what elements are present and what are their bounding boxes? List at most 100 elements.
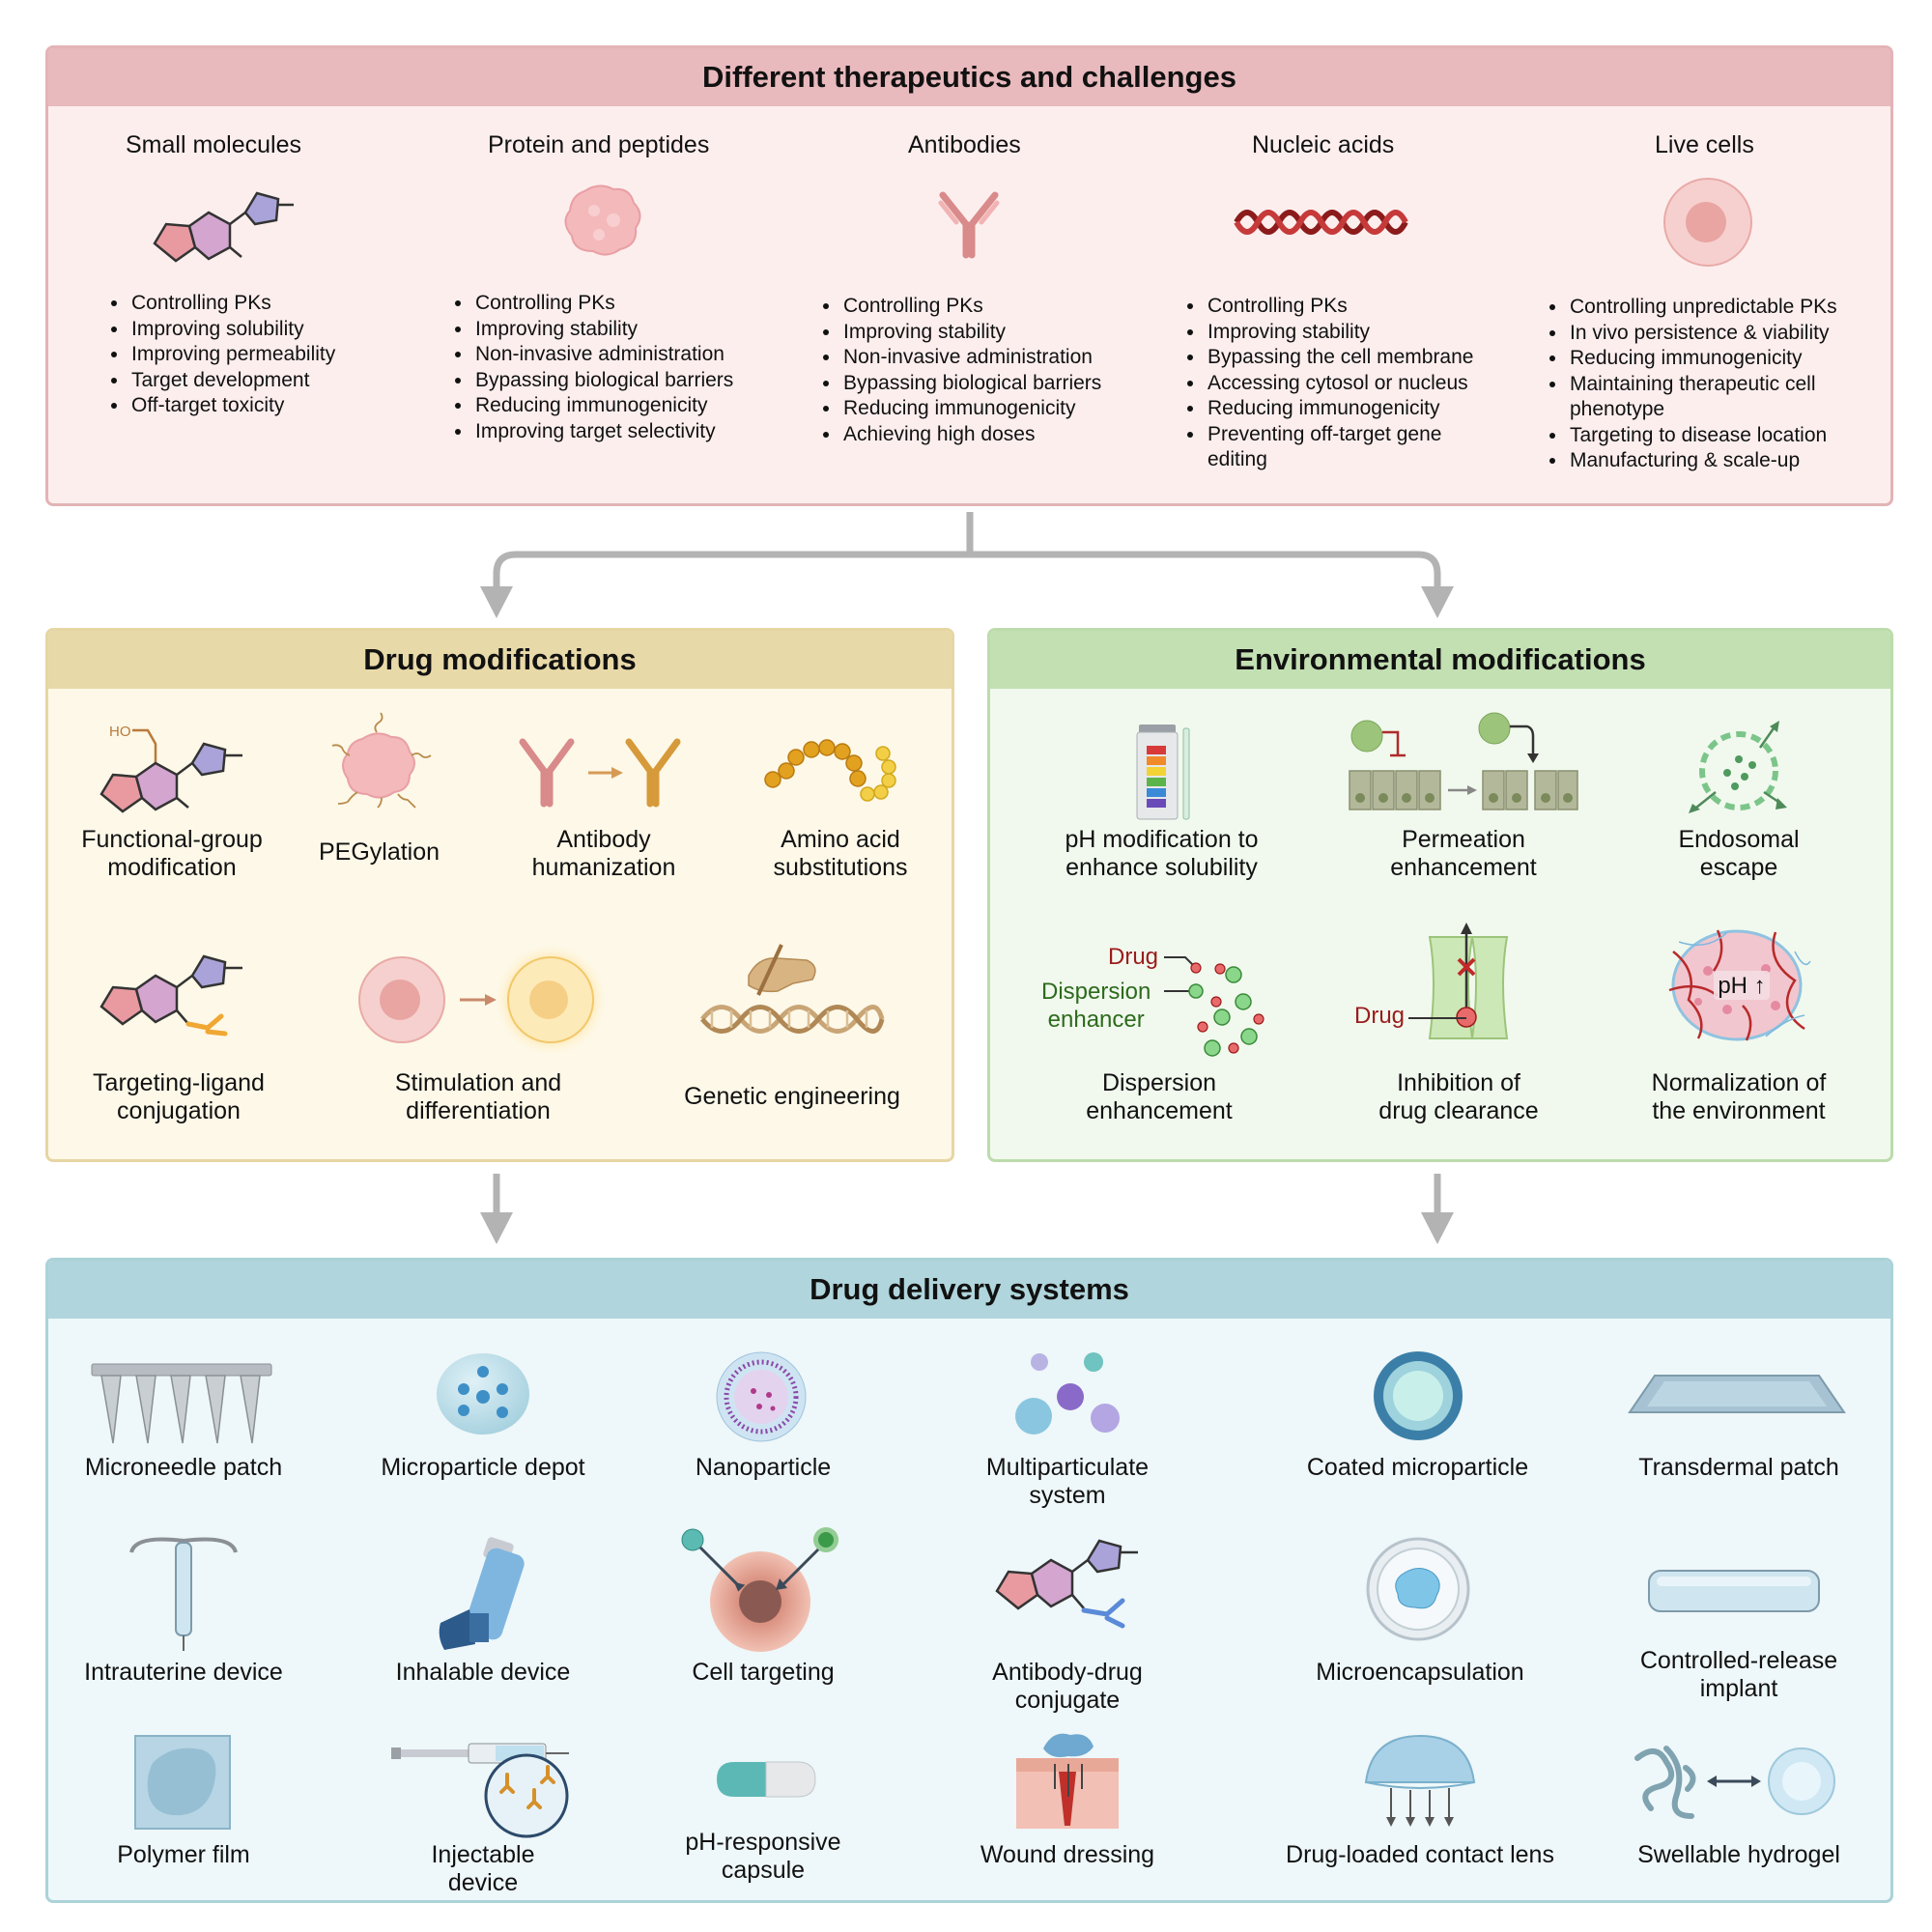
ph-strip-icon [1136,724,1190,820]
permeation-enhancement-icon [1349,712,1578,810]
list-item: Reducing immunogenicity [1206,396,1524,422]
antibody-humanization-icon [519,738,681,808]
list-item: Controlling PKs [1206,294,1524,320]
label-microencapsulation: Microencapsulation [1316,1659,1524,1686]
dispersion-enhancer-callout-label: Dispersion enhancer [1041,979,1151,1033]
label-ph-responsive-capsule: pH-responsive capsule [685,1829,841,1884]
contact-lens-icon [1364,1734,1476,1827]
small-molecules-challenges: Controlling PKs Improving solubility Imp… [106,291,419,419]
column-title-proteins: Protein and peptides [488,131,710,158]
list-item: Reducing immunogenicity [1568,346,1896,372]
cell-targeting-icon [681,1527,838,1652]
label-coated-microparticle: Coated microparticle [1306,1454,1529,1481]
column-title-live-cells: Live cells [1655,131,1754,158]
microneedle-patch-icon [91,1363,272,1444]
label-nanoparticle: Nanoparticle [695,1454,832,1481]
label-multiparticulate-system: Multiparticulate system [985,1454,1150,1509]
list-item: Manufacturing & scale-up [1568,448,1896,474]
column-title-antibodies: Antibodies [908,131,1021,158]
cell-differentiation-icon [358,944,607,1056]
label-inhalable-device: Inhalable device [395,1659,571,1686]
drug-delivery-systems-panel: Drug delivery systems [45,1258,1893,1903]
list-item: Controlling unpredictable PKs [1568,295,1896,321]
label-injectable-device: Injectable device [431,1841,535,1896]
microparticle-depot-icon [437,1353,529,1435]
label-microparticle-depot: Microparticle depot [381,1454,585,1481]
inhaler-icon [439,1537,525,1650]
environmental-modifications-header: Environmental modifications [990,631,1890,689]
arrow-head [1421,586,1454,618]
drug-callout-line [1408,1017,1466,1019]
small-molecule-icon [153,191,294,263]
panel-title: Environmental modifications [1235,642,1646,676]
dispersion-particles-icon [1164,956,1264,1057]
protein-icon [564,185,641,256]
label-microneedle-patch: Microneedle patch [84,1454,283,1481]
label-inhibition-drug-clearance: Inhibition of drug clearance [1378,1069,1539,1124]
proteins-challenges: Controlling PKs Improving stability Non-… [450,291,802,444]
list-item: Improving target selectivity [473,419,802,445]
label-permeation-enhancement: Permeation enhancement [1390,826,1537,881]
list-item: Non-invasive administration [473,342,802,368]
list-item: Improving permeability [129,342,419,368]
list-item: Target development [129,368,419,394]
pegylated-protein-icon [331,712,432,809]
drug-callout-label-2: Drug [1354,1003,1406,1029]
therapeutics-panel-header: Different therapeutics and challenges [48,48,1890,106]
ph-up-label: pH ↑ [1718,973,1765,999]
capsule-icon [717,1761,816,1798]
injectable-device-icon [391,1743,569,1838]
list-item: Controlling PKs [473,291,802,317]
genetic-engineering-icon [700,944,885,1034]
column-title-small-molecules: Small molecules [126,131,302,158]
live-cells-challenges: Controlling unpredictable PKs In vivo pe… [1545,295,1896,474]
list-item: Bypassing the cell membrane [1206,345,1524,371]
list-item: In vivo persistence & viability [1568,321,1896,347]
label-antibody-humanization: Antibody humanization [531,826,676,881]
label-amino-acid-substitutions: Amino acid substitutions [773,826,908,881]
list-item: Non-invasive administration [841,345,1170,371]
controlled-release-implant-icon [1648,1570,1820,1612]
label-targeting-ligand: Targeting-ligand conjugation [93,1069,265,1124]
list-item: Controlling PKs [129,291,419,317]
label-wound-dressing: Wound dressing [980,1841,1155,1868]
arrow-head [480,1212,513,1244]
panel-title: Drug delivery systems [810,1272,1129,1306]
label-functional-group: Functional-group modification [81,826,263,881]
label-endosomal-escape: Endosomal escape [1678,826,1800,881]
label-polymer-film: Polymer film [117,1841,250,1868]
list-item: Off-target toxicity [129,393,419,419]
list-item: Targeting to disease location [1568,423,1896,449]
list-item: Improving stability [1206,320,1524,346]
environmental-modifications-panel: Environmental modifications [987,628,1893,1162]
label-intrauterine-device: Intrauterine device [84,1659,283,1686]
label-genetic-engineering: Genetic engineering [684,1083,900,1110]
list-item: Bypassing biological barriers [841,371,1170,397]
label-normalization-environment: Normalization of the environment [1651,1069,1827,1124]
list-item: Reducing immunogenicity [473,393,802,419]
panel-title: Different therapeutics and challenges [702,60,1236,94]
label-antibody-drug-conjugate: Antibody-drug conjugate [992,1659,1143,1714]
label-swellable-hydrogel: Swellable hydrogel [1637,1841,1840,1868]
functional-group-molecule-icon: HO [99,724,242,813]
label-stimulation-differentiation: Stimulation and differentiation [394,1069,562,1124]
label-dispersion-enhancement: Dispersion enhancement [1086,1069,1233,1124]
polymer-film-icon [134,1735,231,1830]
list-item: Improving stability [841,320,1170,346]
panel-title: Drug modifications [363,642,637,676]
list-item: Maintaining therapeutic cell phenotype [1568,372,1860,423]
list-item: Reducing immunogenicity [841,396,1170,422]
antibody-icon [938,191,1000,259]
arrow-head [1421,1212,1454,1244]
ho-label: HO [109,724,131,740]
coated-microparticle-icon [1374,1351,1463,1440]
list-item: Improving stability [473,317,802,343]
label-pegylation: PEGylation [318,838,440,866]
column-title-nucleic-acids: Nucleic acids [1252,131,1395,158]
tumor-microenvironment-icon: pH ↑ [1668,929,1811,1041]
transdermal-patch-icon [1628,1375,1846,1413]
wound-dressing-icon [1016,1733,1119,1829]
list-item: Preventing off-target gene editing [1206,422,1478,473]
drug-callout-label: Drug [1108,944,1159,970]
